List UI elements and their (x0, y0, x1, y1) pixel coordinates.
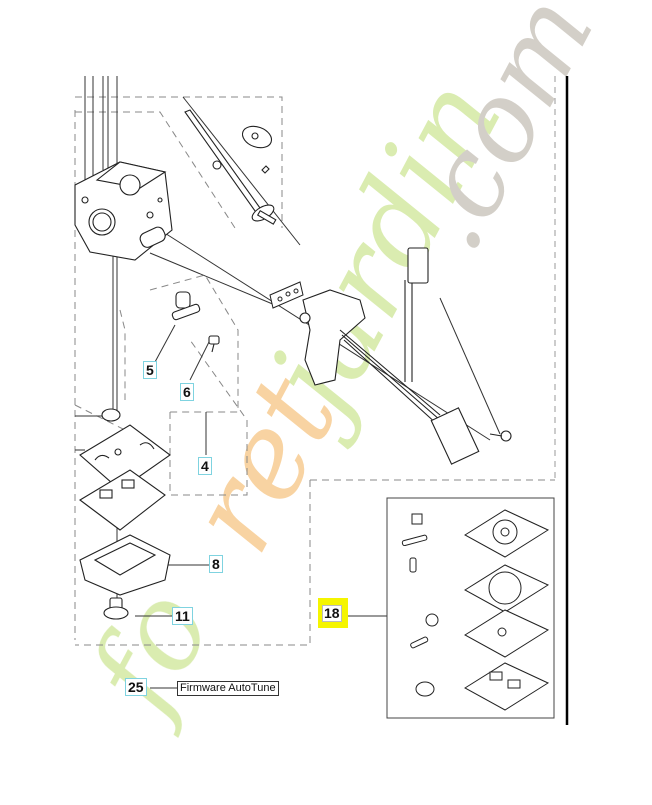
callout-18-label: 18 (322, 605, 342, 622)
autotune-module (299, 247, 512, 465)
callout-25[interactable]: 25 (125, 678, 147, 696)
callout-4[interactable]: 4 (198, 457, 212, 475)
firmware-autotune-note: Firmware AutoTune (177, 681, 279, 696)
callout-6[interactable]: 6 (180, 383, 194, 401)
repair-kit-parts (401, 509, 550, 711)
callout-18[interactable]: 18 (318, 598, 348, 628)
svg-text:fo: fo (59, 567, 238, 740)
callout-5[interactable]: 5 (143, 361, 157, 379)
gasket-plate-small (269, 281, 304, 309)
idle-valve-parts (171, 291, 220, 353)
callout-11[interactable]: 11 (172, 607, 193, 625)
carburettor-body (74, 161, 173, 261)
diaphragm-stack (79, 408, 171, 620)
throttle-shaft (184, 109, 277, 225)
callout-8[interactable]: 8 (209, 555, 223, 573)
